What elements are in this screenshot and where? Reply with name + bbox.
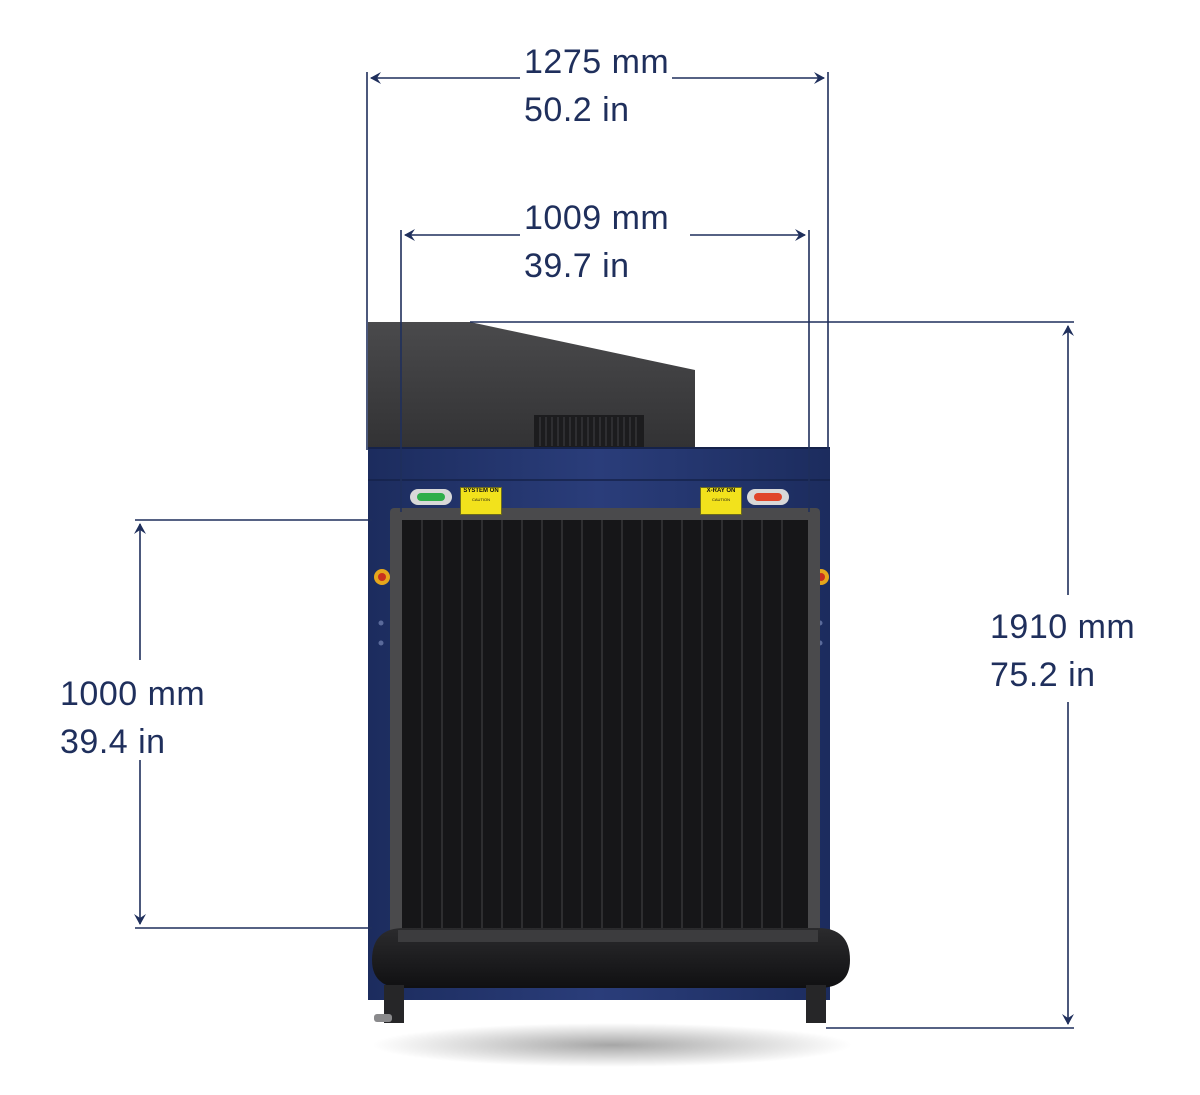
floor-shadow: [372, 1023, 852, 1067]
tunnel-width-mm: 1009 mm: [524, 199, 670, 237]
conveyor-belt: [372, 928, 850, 1023]
overall-height-dimension: [470, 321, 1074, 1029]
system-on-placard: SYSTEM ON CAUTION: [460, 487, 502, 515]
tunnel-height-in: 39.4 in: [60, 723, 166, 761]
system-on-placard-title: SYSTEM ON: [463, 488, 499, 494]
xray-on-placard-title: X-RAY ON: [706, 488, 736, 494]
overall-width-label: 1275 mm 50.2 in: [524, 38, 670, 134]
vent-grille: [534, 415, 644, 448]
right-support-leg: [806, 985, 826, 1023]
lead-curtain-strips: [421, 520, 783, 930]
overall-height-in: 75.2 in: [990, 656, 1096, 694]
left-support-leg: [384, 985, 404, 1023]
overall-width-mm: 1275 mm: [524, 43, 670, 81]
system-on-placard-caution: CAUTION: [472, 497, 490, 502]
tunnel-width-in: 39.7 in: [524, 247, 630, 285]
tunnel-opening: [390, 508, 820, 950]
xray-on-placard: X-RAY ON CAUTION: [700, 487, 742, 515]
tunnel-width-label: 1009 mm 39.7 in: [524, 194, 670, 290]
tunnel-height-dimension: [134, 519, 372, 929]
xray-on-placard-caution: CAUTION: [712, 497, 730, 502]
system-on-indicator-light: [417, 493, 445, 501]
tunnel-height-mm: 1000 mm: [60, 675, 206, 713]
overall-width-in: 50.2 in: [524, 91, 630, 129]
tunnel-width-dimension: [400, 229, 810, 512]
overall-width-dimension: [366, 72, 829, 450]
overall-height-mm: 1910 mm: [990, 608, 1136, 646]
xray-on-indicator-light: [754, 493, 782, 501]
tunnel-height-label: 1000 mm 39.4 in: [60, 670, 205, 766]
overall-height-label: 1910 mm 75.2 in: [990, 603, 1136, 699]
machine-hood: [368, 322, 695, 448]
